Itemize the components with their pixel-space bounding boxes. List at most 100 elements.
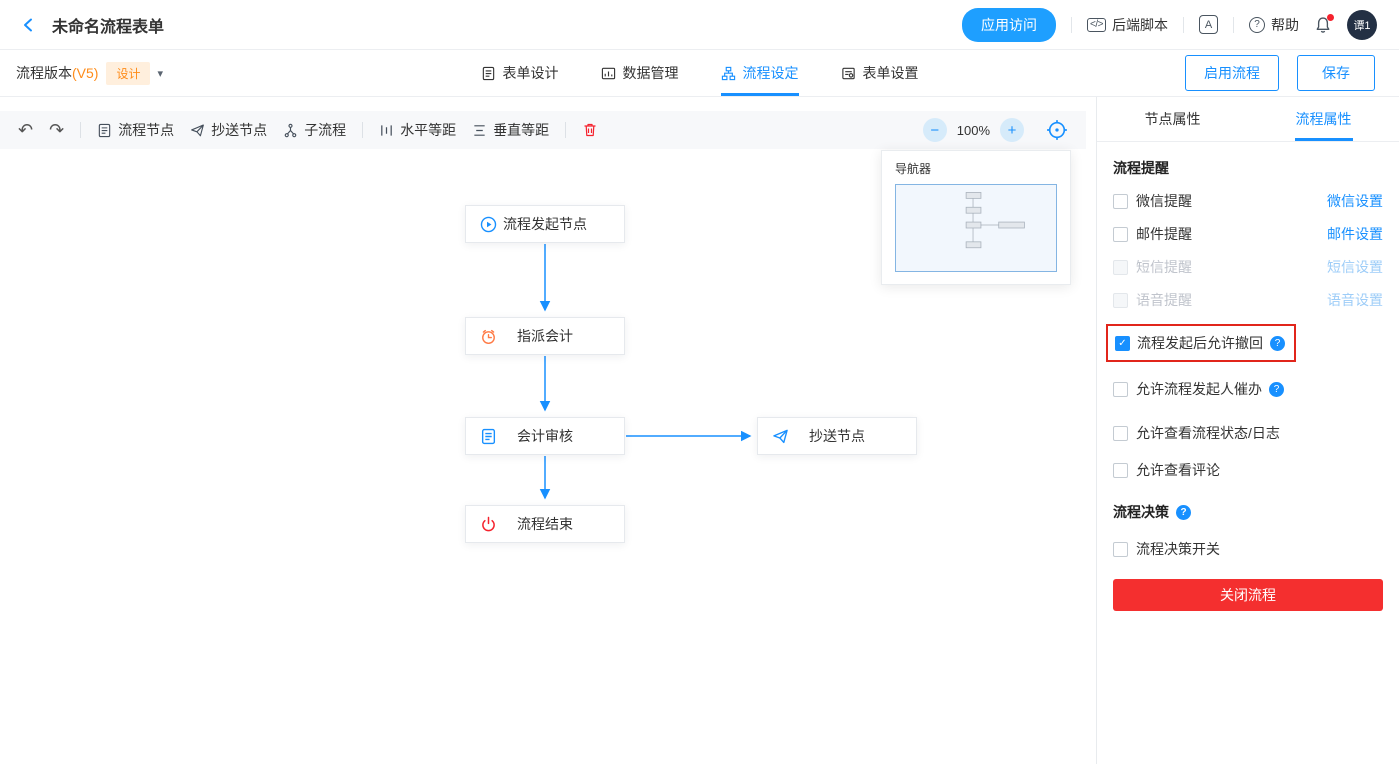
sms-reminder-checkbox[interactable] xyxy=(1113,259,1128,275)
flow-setting-icon xyxy=(721,66,735,80)
version-info: 流程版本 (V5) 设计 ▾ xyxy=(16,61,163,85)
reminder-label: 邮件提醒 xyxy=(1136,226,1192,242)
view-comment-option-row: 允许查看评论 xyxy=(1113,460,1383,480)
reminder-label: 短信提醒 xyxy=(1136,259,1192,275)
notification-bell-icon[interactable] xyxy=(1314,13,1334,34)
node-label: 抄送节点 xyxy=(809,428,865,444)
help-button[interactable]: ? 帮助 xyxy=(1249,15,1299,35)
app-header: 未命名流程表单 应用访问 </> 后端脚本 A ? 帮助 谭1 xyxy=(0,0,1399,50)
wechat-settings-link[interactable]: 微信设置 xyxy=(1327,193,1383,209)
email-settings-link[interactable]: 邮件设置 xyxy=(1327,226,1383,242)
divider xyxy=(1183,16,1184,33)
decision-title-text: 流程决策 xyxy=(1113,504,1169,520)
flow-node-cc[interactable]: 抄送节点 xyxy=(757,417,917,455)
node-label: 会计审核 xyxy=(517,428,573,444)
divider xyxy=(1071,16,1073,33)
view-status-checkbox[interactable] xyxy=(1113,425,1128,441)
flow-node-start[interactable]: 流程发起节点 xyxy=(465,205,625,243)
reminder-row-wechat: 微信提醒 微信设置 xyxy=(1113,191,1383,211)
tab-flow-setting[interactable]: 流程设定 xyxy=(720,50,799,96)
add-flow-node-button[interactable]: 流程节点 xyxy=(97,120,174,140)
module-tabs: 表单设计 数据管理 流程设定 表单设置 xyxy=(481,50,919,96)
tab-label: 数据管理 xyxy=(622,65,679,81)
allow-withdraw-checkbox[interactable]: ✓ xyxy=(1115,335,1130,351)
add-subflow-button[interactable]: 子流程 xyxy=(283,120,346,140)
help-icon[interactable]: ? xyxy=(1176,504,1191,520)
i18n-icon[interactable]: A xyxy=(1199,15,1218,34)
subheader: 流程版本 (V5) 设计 ▾ 表单设计 数据管理 xyxy=(0,50,1399,97)
tool-label: 子流程 xyxy=(304,122,347,138)
tab-label: 表单设置 xyxy=(862,65,919,81)
horizontal-spacing-button[interactable]: 水平等距 xyxy=(379,120,456,140)
option-label: 允许查看流程状态/日志 xyxy=(1136,425,1280,441)
version-tag: (V5) xyxy=(72,65,99,81)
canvas-toolbar: ↶ ↷ 流程节点 抄送节点 xyxy=(0,111,1086,149)
navigator-minimap xyxy=(965,192,1025,249)
tab-form-setting[interactable]: 表单设置 xyxy=(841,50,919,96)
flow-canvas[interactable]: ↶ ↷ 流程节点 抄送节点 xyxy=(0,97,1096,764)
flow-node-assign[interactable]: 指派会计 xyxy=(465,317,625,355)
help-icon[interactable]: ? xyxy=(1270,335,1285,351)
reminder-row-email: 邮件提醒 邮件设置 xyxy=(1113,224,1383,244)
back-icon[interactable] xyxy=(20,16,38,34)
form-design-icon xyxy=(482,66,494,80)
view-comment-checkbox[interactable] xyxy=(1113,462,1128,478)
help-icon[interactable]: ? xyxy=(1269,381,1284,397)
document-icon xyxy=(480,428,497,445)
reminder-label: 微信提醒 xyxy=(1136,193,1192,209)
node-label: 指派会计 xyxy=(517,328,573,344)
voice-reminder-checkbox[interactable] xyxy=(1113,292,1128,308)
tab-data-management[interactable]: 数据管理 xyxy=(601,50,679,96)
main-area: ↶ ↷ 流程节点 抄送节点 xyxy=(0,97,1399,764)
enable-flow-button[interactable]: 启用流程 xyxy=(1185,55,1279,91)
horizontal-spacing-icon xyxy=(381,124,392,136)
tab-node-properties[interactable]: 节点属性 xyxy=(1144,111,1201,127)
tab-form-design[interactable]: 表单设计 xyxy=(481,50,559,96)
avatar[interactable]: 谭1 xyxy=(1347,9,1377,40)
reminder-label: 语音提醒 xyxy=(1136,292,1192,308)
tab-flow-properties[interactable]: 流程属性 xyxy=(1248,97,1399,141)
chevron-left-icon xyxy=(24,18,32,31)
add-cc-node-button[interactable]: 抄送节点 xyxy=(190,120,267,140)
undo-button[interactable]: ↶ xyxy=(18,120,34,140)
zoom-in-button[interactable]: + xyxy=(1000,118,1024,142)
navigator-panel: 导航器 xyxy=(881,150,1071,285)
zoom-controls: − 100% + xyxy=(922,118,1068,142)
redo-button[interactable]: ↷ xyxy=(49,120,65,140)
save-button[interactable]: 保存 xyxy=(1297,55,1375,91)
reminder-row-sms: 短信提醒 短信设置 xyxy=(1113,257,1383,277)
code-icon: </> xyxy=(1087,17,1106,32)
vertical-spacing-button[interactable]: 垂直等距 xyxy=(472,120,549,140)
backend-script-button[interactable]: </> 后端脚本 xyxy=(1087,15,1168,35)
app-access-button[interactable]: 应用访问 xyxy=(962,7,1057,42)
locate-button[interactable] xyxy=(1046,119,1068,141)
navigator-viewport[interactable] xyxy=(895,184,1057,272)
version-label: 流程版本 xyxy=(16,65,72,81)
delete-button[interactable] xyxy=(582,122,598,138)
panel-tabs: 节点属性 流程属性 xyxy=(1097,97,1399,142)
divider xyxy=(1233,16,1234,33)
sms-settings-link[interactable]: 短信设置 xyxy=(1327,259,1383,275)
zoom-out-button[interactable]: − xyxy=(922,118,947,142)
voice-settings-link[interactable]: 语音设置 xyxy=(1327,292,1383,308)
backend-script-label: 后端脚本 xyxy=(1112,16,1168,33)
flow-node-audit[interactable]: 会计审核 xyxy=(465,417,625,455)
allow-urge-checkbox[interactable] xyxy=(1113,381,1128,397)
node-label: 流程发起节点 xyxy=(503,216,587,232)
email-reminder-checkbox[interactable] xyxy=(1113,226,1128,242)
notification-dot xyxy=(1327,13,1334,21)
tool-label: 流程节点 xyxy=(118,122,175,138)
decision-section-title: 流程决策 ? xyxy=(1113,502,1383,522)
decision-switch-checkbox[interactable] xyxy=(1113,541,1128,557)
power-icon xyxy=(480,516,497,533)
option-label: 流程决策开关 xyxy=(1136,541,1220,557)
design-badge[interactable]: 设计 xyxy=(106,61,151,85)
divider xyxy=(362,122,364,138)
locate-icon xyxy=(1047,120,1067,140)
close-flow-button[interactable]: 关闭流程 xyxy=(1113,579,1383,611)
wechat-reminder-checkbox[interactable] xyxy=(1113,193,1128,209)
urge-option-row: 允许流程发起人催办 ? xyxy=(1113,379,1383,399)
header-actions: 应用访问 </> 后端脚本 A ? 帮助 谭1 xyxy=(962,7,1377,42)
flow-node-end[interactable]: 流程结束 xyxy=(465,505,625,543)
chevron-down-icon[interactable]: ▾ xyxy=(157,67,163,80)
